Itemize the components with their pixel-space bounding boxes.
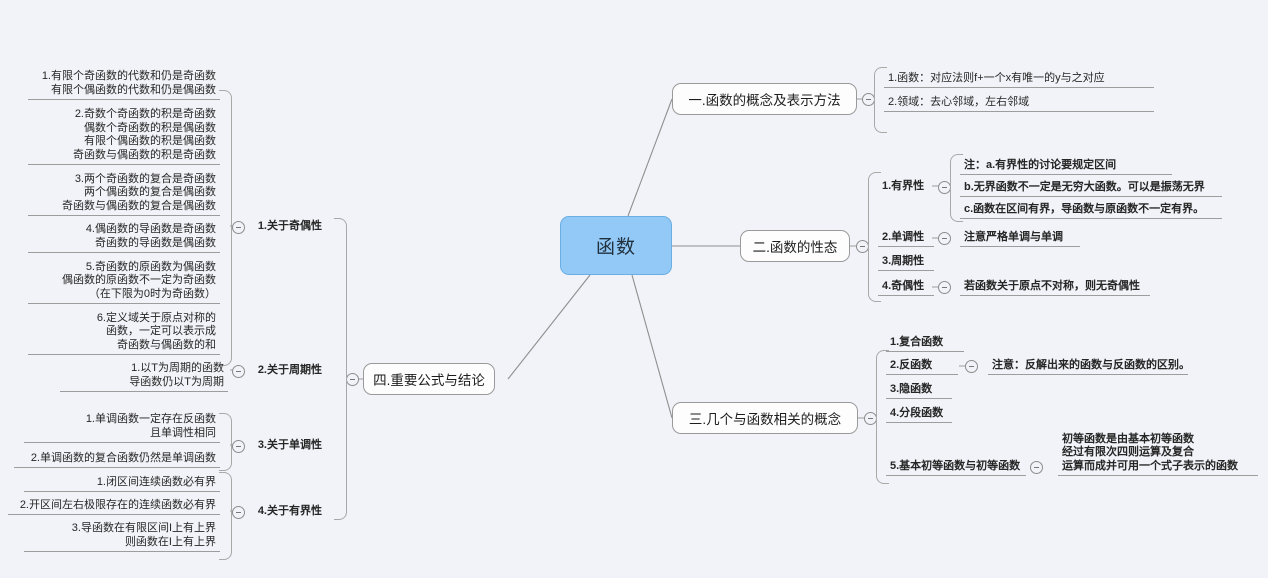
topic-label: 二.函数的性态 <box>752 240 838 255</box>
leaf-label: 1.闭区间连续函数必有界 <box>96 475 216 488</box>
leaf-label: 3.关于单调性 <box>257 438 322 451</box>
leaf-label: 1.关于奇偶性 <box>257 219 322 232</box>
topic-label: 一.函数的概念及表示方法 <box>688 93 841 108</box>
leaf-label: 3.周期性 <box>882 254 925 267</box>
leaf-item[interactable]: 2.开区间左右极限存在的连续函数必有界 <box>8 495 220 515</box>
leaf-label: 5.奇函数的原函数为偶函数 偶函数的原函数不一定为奇函数 （在下限为0时为奇函数… <box>62 260 216 300</box>
leaf-item[interactable]: 1.函数：对应法则f+一个x有唯一的y与之对应 <box>884 68 1154 88</box>
leaf-label: 2.单调函数的复合函数仍然是单调函数 <box>30 451 216 464</box>
group-bracket-b4 <box>334 218 347 520</box>
root-node[interactable]: 函数 <box>560 216 672 275</box>
leaf-item[interactable]: 3.导函数在有限区间I上有上界 则函数在I上有上界 <box>24 520 220 552</box>
leaf-item[interactable]: 5.奇函数的原函数为偶函数 偶函数的原函数不一定为奇函数 （在下限为0时为奇函数… <box>28 260 220 304</box>
leaf-label: 2.奇数个奇函数的积是奇函数 偶数个奇函数的积是偶函数 有限个偶函数的积是偶函数… <box>73 108 216 161</box>
leaf-item[interactable]: 1.有限个奇函数的代数和仍是奇函数 有限个偶函数的代数和仍是偶函数 <box>28 70 220 100</box>
leaf-label: 4.分段函数 <box>890 406 944 419</box>
leaf-item[interactable]: 1.复合函数 <box>886 334 964 352</box>
collapse-toggle-b4-2[interactable] <box>232 365 245 378</box>
leaf-item[interactable]: 4.偶函数的导函数是奇函数 奇函数的导函数是偶函数 <box>28 223 220 253</box>
collapse-toggle-b3-2[interactable] <box>965 360 978 373</box>
leaf-item[interactable]: 1.以T为周期的函数 导函数仍以T为周期 <box>60 362 228 392</box>
leaf-item[interactable]: 2.领域：去心邻域，左右邻域 <box>884 92 1154 112</box>
collapse-toggle-b4[interactable] <box>346 373 359 386</box>
leaf-label: 注意：反解出来的函数与反函数的区别。 <box>992 358 1190 371</box>
leaf-item[interactable]: 1.闭区间连续函数必有界 <box>24 472 220 492</box>
leaf-label: 1.复合函数 <box>890 335 944 348</box>
subtopic-boundedness[interactable]: 1.有界性 <box>878 178 934 195</box>
leaf-item[interactable]: 若函数关于原点不对称，则无奇偶性 <box>960 278 1150 296</box>
leaf-label: 3.隐函数 <box>890 382 933 395</box>
collapse-toggle-b4-3[interactable] <box>232 440 245 453</box>
topic-label: 三.几个与函数相关的概念 <box>688 412 842 427</box>
leaf-label: 注意严格单调与单调 <box>964 230 1063 243</box>
topic-function-concept[interactable]: 一.函数的概念及表示方法 <box>672 83 857 115</box>
leaf-item[interactable]: b.无界函数不一定是无穷大函数。可以是振荡无界 <box>960 177 1222 197</box>
collapse-toggle-b2-1[interactable] <box>938 181 951 194</box>
subtopic-monotonicity-formulas[interactable]: 3.关于单调性 <box>248 437 326 454</box>
leaf-item[interactable]: 1.单调函数一定存在反函数 且单调性相同 <box>24 413 220 443</box>
leaf-item[interactable]: 4.分段函数 <box>886 405 952 423</box>
leaf-item[interactable]: c.函数在区间有界，导函数与原函数不一定有界。 <box>960 199 1222 219</box>
leaf-label: 1.有界性 <box>882 179 925 192</box>
leaf-label: 5.基本初等函数与初等函数 <box>890 459 1021 472</box>
leaf-label: 4.关于有界性 <box>257 504 322 517</box>
leaf-item[interactable]: 3.两个奇函数的复合是奇函数 两个偶函数的复合是偶函数 奇函数与偶函数的复合是偶… <box>28 172 220 216</box>
collapse-toggle-b3[interactable] <box>864 412 877 425</box>
subtopic-parity[interactable]: 4.奇偶性 <box>878 278 934 296</box>
leaf-label: 1.函数：对应法则f+一个x有唯一的y与之对应 <box>888 71 1105 84</box>
collapse-toggle-b2-2[interactable] <box>938 232 951 245</box>
subtopic-monotonicity[interactable]: 2.单调性 <box>878 229 934 247</box>
leaf-label: c.函数在区间有界，导函数与原函数不一定有界。 <box>964 202 1205 215</box>
collapse-toggle-b4-1[interactable] <box>232 221 245 234</box>
topic-formulas-conclusions[interactable]: 四.重要公式与结论 <box>363 363 495 395</box>
topic-function-properties[interactable]: 二.函数的性态 <box>740 230 850 262</box>
leaf-item[interactable]: 初等函数是由基本初等函数 经过有限次四则运算及复合 运算而成并可用一个式子表示的… <box>1058 429 1258 476</box>
subtopic-boundedness-formulas[interactable]: 4.关于有界性 <box>248 503 326 520</box>
leaf-item[interactable]: 3.隐函数 <box>886 381 952 399</box>
leaf-label: 初等函数是由基本初等函数 经过有限次四则运算及复合 运算而成并可用一个式子表示的… <box>1062 432 1238 472</box>
leaf-label: 3.导函数在有限区间I上有上界 则函数在I上有上界 <box>71 522 216 548</box>
subtopic-periodicity-formulas[interactable]: 2.关于周期性 <box>248 362 326 379</box>
leaf-label: 2.开区间左右极限存在的连续函数必有界 <box>19 498 216 511</box>
leaf-item[interactable]: 注意严格单调与单调 <box>960 229 1080 247</box>
leaf-label: 2.反函数 <box>890 358 933 371</box>
leaf-label: 1.以T为周期的函数 导函数仍以T为周期 <box>129 362 224 388</box>
leaf-label: 4.奇偶性 <box>882 279 925 292</box>
leaf-label: b.无界函数不一定是无穷大函数。可以是振荡无界 <box>964 180 1205 193</box>
root-label: 函数 <box>595 237 636 258</box>
collapse-toggle-b3-5[interactable] <box>1030 461 1043 474</box>
topic-related-concepts[interactable]: 三.几个与函数相关的概念 <box>672 402 858 434</box>
collapse-toggle-b2-4[interactable] <box>938 281 951 294</box>
group-bracket-b4-1 <box>219 90 232 366</box>
group-bracket-b4-3 <box>219 413 232 471</box>
leaf-label: 2.单调性 <box>882 230 925 243</box>
topic-label: 四.重要公式与结论 <box>373 373 485 388</box>
leaf-item[interactable]: 注：a.有界性的讨论要规定区间 <box>960 155 1172 175</box>
leaf-label: 1.有限个奇函数的代数和仍是奇函数 有限个偶函数的代数和仍是偶函数 <box>41 70 216 96</box>
leaf-label: 1.单调函数一定存在反函数 且单调性相同 <box>85 413 216 439</box>
leaf-label: 3.两个奇函数的复合是奇函数 两个偶函数的复合是偶函数 奇函数与偶函数的复合是偶… <box>62 172 216 212</box>
subtopic-parity-formulas[interactable]: 1.关于奇偶性 <box>248 218 326 235</box>
leaf-label: 6.定义域关于原点对称的 函数，一定可以表示成 奇函数与偶函数的和 <box>96 311 216 351</box>
leaf-label: 注：a.有界性的讨论要规定区间 <box>964 158 1117 171</box>
subtopic-periodicity[interactable]: 3.周期性 <box>878 253 934 271</box>
leaf-item[interactable]: 2.反函数 <box>886 357 958 375</box>
collapse-toggle-b2[interactable] <box>856 240 869 253</box>
leaf-item[interactable]: 注意：反解出来的函数与反函数的区别。 <box>988 357 1190 375</box>
leaf-item[interactable]: 2.单调函数的复合函数仍然是单调函数 <box>14 448 220 468</box>
leaf-label: 4.偶函数的导函数是奇函数 奇函数的导函数是偶函数 <box>85 223 216 249</box>
leaf-label: 若函数关于原点不对称，则无奇偶性 <box>964 279 1140 292</box>
leaf-item[interactable]: 5.基本初等函数与初等函数 <box>886 458 1026 476</box>
collapse-toggle-b1[interactable] <box>862 93 875 106</box>
leaf-label: 2.领域：去心邻域，左右邻域 <box>888 95 1030 108</box>
leaf-item[interactable]: 6.定义域关于原点对称的 函数，一定可以表示成 奇函数与偶函数的和 <box>28 311 220 355</box>
collapse-toggle-b4-4[interactable] <box>232 506 245 519</box>
group-bracket-b4-4 <box>219 472 232 560</box>
leaf-label: 2.关于周期性 <box>257 363 322 376</box>
leaf-item[interactable]: 2.奇数个奇函数的积是奇函数 偶数个奇函数的积是偶函数 有限个偶函数的积是偶函数… <box>28 107 220 165</box>
